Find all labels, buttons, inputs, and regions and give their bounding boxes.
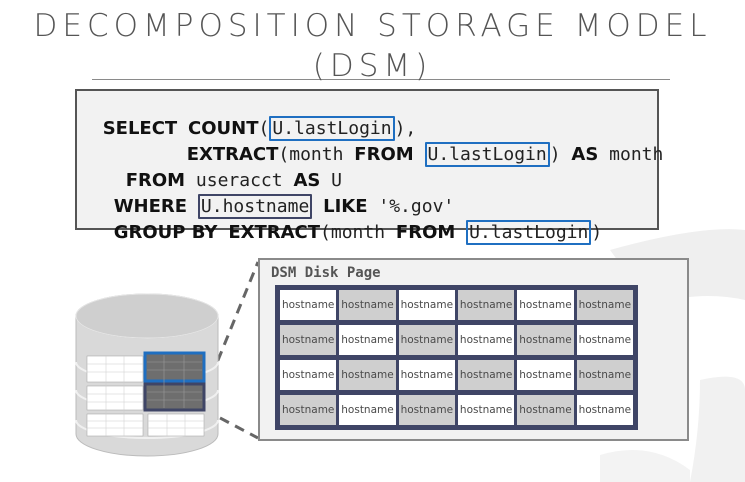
sql-text: U (320, 170, 343, 191)
title-divider (92, 79, 670, 80)
sql-keyword: FROM (125, 170, 186, 191)
sql-text: (month (278, 144, 355, 165)
sql-line-5: GROUP BY EXTRACT(month FROM U.lastLogin) (92, 200, 603, 245)
sql-keyword: AS (571, 144, 599, 165)
sql-keyword: FROM (354, 144, 414, 165)
hostname-cell: hostname (280, 325, 337, 355)
hostname-cell: hostname (398, 290, 455, 320)
hostname-cell: hostname (576, 290, 633, 320)
hostname-cell: hostname (457, 290, 515, 320)
sql-query-box (75, 89, 659, 230)
hostname-cell: hostname (280, 395, 337, 425)
sql-keyword: WHERE (113, 196, 188, 217)
sql-text: ), (394, 118, 417, 139)
hostname-cell: hostname (398, 360, 455, 390)
highlighted-field: U.lastLogin (424, 142, 550, 167)
sql-text: month (598, 144, 664, 165)
sql-keyword: AS (293, 170, 321, 191)
sql-text: useracct (185, 170, 294, 191)
highlighted-field: U.lastLogin (269, 116, 395, 141)
sql-text: (month (320, 222, 396, 243)
database-icon (75, 293, 219, 457)
hostname-cell: hostname (576, 360, 633, 390)
sql-line-4: WHERE U.hostname LIKE '%.gov' (92, 174, 455, 219)
hostname-cell: hostname (517, 360, 574, 390)
sql-keyword: FROM (395, 222, 456, 243)
sql-keyword: GROUP BY (113, 222, 218, 243)
sql-text: ( (258, 118, 270, 139)
hostname-cell: hostname (339, 290, 396, 320)
highlighted-field: U.hostname (197, 194, 313, 219)
sql-keyword: LIKE (323, 196, 368, 217)
slide-title-subtitle: (DSM) (312, 48, 433, 84)
sql-line-3: FROM useracct AS U (104, 148, 342, 192)
hostname-cell: hostname (517, 325, 574, 355)
hostname-cell: hostname (280, 290, 337, 320)
sql-keyword: COUNT (188, 118, 259, 139)
hostname-cell: hostname (339, 325, 396, 355)
hostname-cell: hostname (576, 395, 633, 425)
highlighted-field: U.lastLogin (466, 220, 592, 245)
hostname-cell: hostname (457, 325, 515, 355)
hostname-cell: hostname (339, 360, 396, 390)
disk-page-title: DSM Disk Page (271, 265, 381, 281)
hostname-cell: hostname (339, 395, 396, 425)
slide-title: DECOMPOSITION STORAGE MODEL (33, 8, 712, 44)
sql-line-2: EXTRACT(month FROM U.lastLogin) AS month (165, 122, 664, 167)
sql-keyword: EXTRACT (228, 222, 321, 243)
sql-text: '%.gov' (367, 196, 455, 217)
hostname-cell: hostname (457, 395, 515, 425)
sql-keyword: EXTRACT (186, 144, 279, 165)
hostname-cell: hostname (457, 360, 515, 390)
sql-text: ) (549, 144, 572, 165)
sql-text: ) (591, 222, 603, 243)
hostname-cell: hostname (576, 325, 633, 355)
hostname-cell: hostname (517, 395, 574, 425)
hostname-cell: hostname (517, 290, 574, 320)
hostname-cell: hostname (280, 360, 337, 390)
sql-keyword: SELECT (102, 118, 178, 139)
sql-line-1: SELECT COUNT(U.lastLogin), (81, 96, 417, 141)
hostname-cell: hostname (398, 395, 455, 425)
hostname-cell: hostname (398, 325, 455, 355)
